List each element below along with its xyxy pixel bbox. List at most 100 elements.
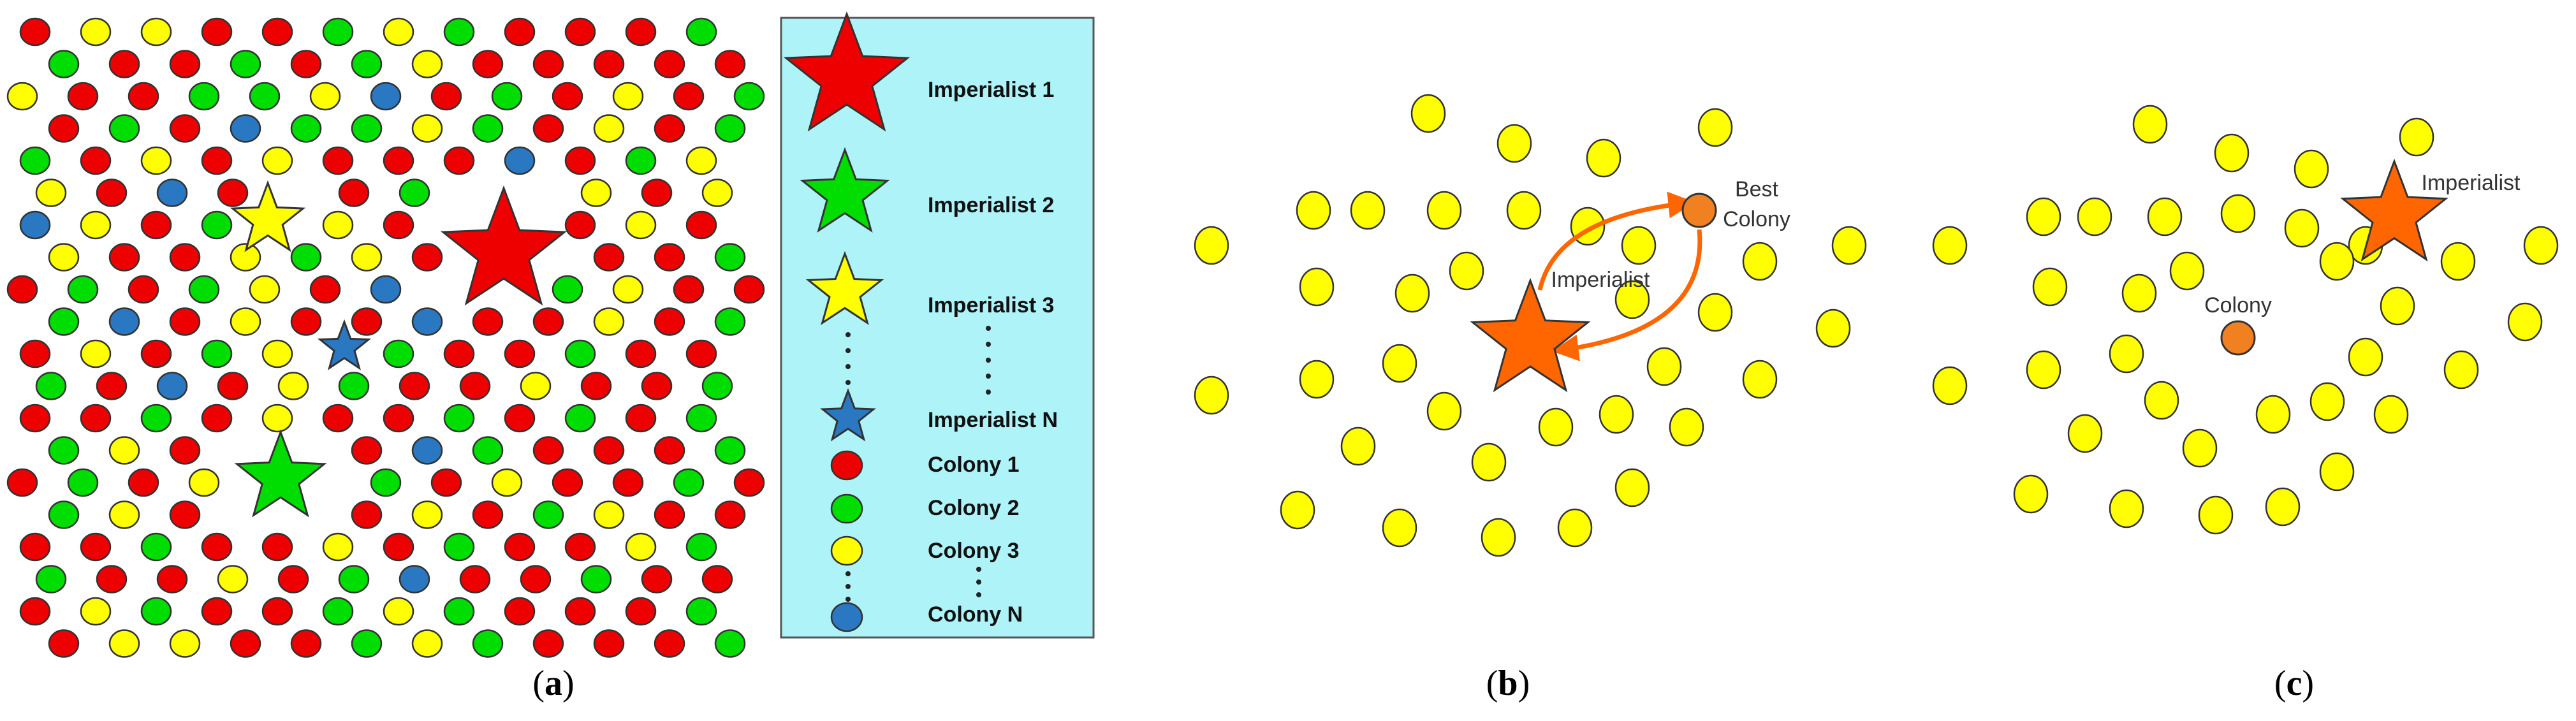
colony-1-dot (201, 597, 233, 626)
colony-1-dot (169, 50, 201, 78)
colony-1-dot (654, 50, 685, 78)
colony-2-dot (685, 17, 717, 47)
colony-3-dot (411, 500, 443, 529)
imperialist-2-star (234, 429, 327, 518)
colony-1-dot (290, 629, 322, 658)
legend-box (780, 17, 1095, 639)
colony-3-dot (2198, 495, 2234, 535)
colony-1-dot (169, 307, 201, 336)
best-colony-label-line2: Colony (1723, 207, 1790, 231)
colony-1-dot (593, 436, 625, 465)
colony-1-dot (169, 436, 201, 465)
colony-2-dot (201, 210, 233, 240)
colony-1-dot (733, 468, 765, 497)
colony-3-dot (35, 178, 67, 207)
colony-2-dot (290, 114, 322, 143)
colony-1-dot (169, 243, 201, 272)
colony-3-dot (1586, 138, 1621, 178)
colony-2-dot (564, 404, 596, 433)
colony-3-dot (2132, 105, 2168, 144)
colony-1-dot (96, 565, 128, 594)
colony-3-dot (80, 17, 112, 47)
colony-3-dot (2373, 395, 2409, 434)
legend-imperialist-1-star (783, 11, 911, 132)
colony-3-dot (169, 629, 201, 658)
colony-2-dot (48, 436, 80, 465)
colony-1-dot (430, 82, 462, 111)
colony-1-dot (96, 178, 128, 207)
colony-3-dot (1646, 347, 1682, 386)
colony-1-dot (714, 50, 746, 78)
colony-2-dot (552, 275, 583, 304)
colony-2-dot (443, 597, 475, 626)
panel-a: Imperialist 1 Imperialist 2 Imperialist … (6, 11, 1095, 703)
colony-3-dot (1449, 251, 1484, 291)
colony-1-dot (532, 114, 564, 143)
colony-n-dot (370, 275, 402, 304)
legend-colony-n-dot (830, 602, 863, 632)
colony-3-dot (2380, 286, 2415, 326)
colony-3-dot (309, 82, 341, 111)
colony-3-dot (2255, 395, 2291, 434)
caption-c-letter: c (2287, 664, 2302, 703)
colony-1-dot (593, 243, 625, 272)
colony-3-dot (2013, 474, 2049, 514)
legend-colony-3-dot (830, 535, 863, 566)
colony-3-dot (1497, 124, 1532, 163)
imperialist-star-c (2340, 158, 2448, 262)
colony-1-dot (383, 210, 414, 240)
colony-3-dot (383, 17, 414, 47)
colony-3-dot (1340, 426, 1376, 466)
colony-n-dot (156, 178, 188, 207)
best-colony-label-line1: Best (1735, 177, 1779, 201)
colony-3-dot (593, 114, 625, 143)
colony-1-dot (654, 243, 685, 272)
colony-3-dot (1697, 108, 1733, 147)
legend-ellipsis-dots (845, 326, 991, 602)
colony-2-dot (290, 243, 322, 272)
legend-imperialist-n-star (820, 388, 876, 442)
colony-1-dot (443, 146, 475, 175)
caption-b-letter: b (1498, 664, 1518, 703)
colony-2-dot (351, 50, 383, 78)
colony-3-dot (580, 178, 612, 207)
colony-1-dot (128, 468, 159, 497)
colony-1-dot (261, 597, 293, 626)
colony-3-dot (1506, 191, 1542, 230)
colony-1-dot (625, 17, 657, 47)
colony-1-dot (351, 307, 383, 336)
colony-2-dot (322, 597, 354, 626)
colony-3-dot (108, 436, 140, 465)
colony-2-dot (685, 597, 717, 626)
colony-1-dot (459, 372, 491, 400)
colony-3-dot (2121, 273, 2157, 313)
colony-1-dot (733, 275, 765, 304)
colony-3-dot (2147, 197, 2183, 237)
colony-3-dot (2032, 267, 2068, 307)
colony-3-dot (1742, 360, 1778, 399)
colony-1-dot (472, 500, 504, 529)
colony-1-dot (67, 82, 99, 111)
colony-3-dot (1194, 226, 1229, 265)
colony-3-dot (2214, 133, 2250, 173)
colony-1-dot (322, 404, 354, 433)
colony-1-dot (580, 372, 612, 400)
legend-symbols (783, 11, 911, 632)
colony-2-dot (140, 532, 172, 562)
colony-3-dot (261, 404, 293, 433)
colony-1-dot (641, 178, 673, 207)
colony-3-dot (2440, 242, 2476, 281)
colony-2-dot (443, 404, 475, 433)
colony-1-dot (169, 500, 201, 529)
colony-2-dot (491, 82, 523, 111)
colony-1-dot (654, 436, 685, 465)
colony-3-dot (2220, 194, 2256, 233)
colony-3-dot (230, 307, 261, 336)
colony-3-dot (1557, 508, 1593, 548)
colony-1-dot (504, 339, 536, 368)
legend-label-colony-3: Colony 3 (928, 539, 1020, 563)
panel-a-legend: Imperialist 1 Imperialist 2 Imperialist … (780, 11, 1095, 639)
colony-3-dot (2319, 242, 2355, 281)
colony-3-dot (1932, 226, 1968, 265)
